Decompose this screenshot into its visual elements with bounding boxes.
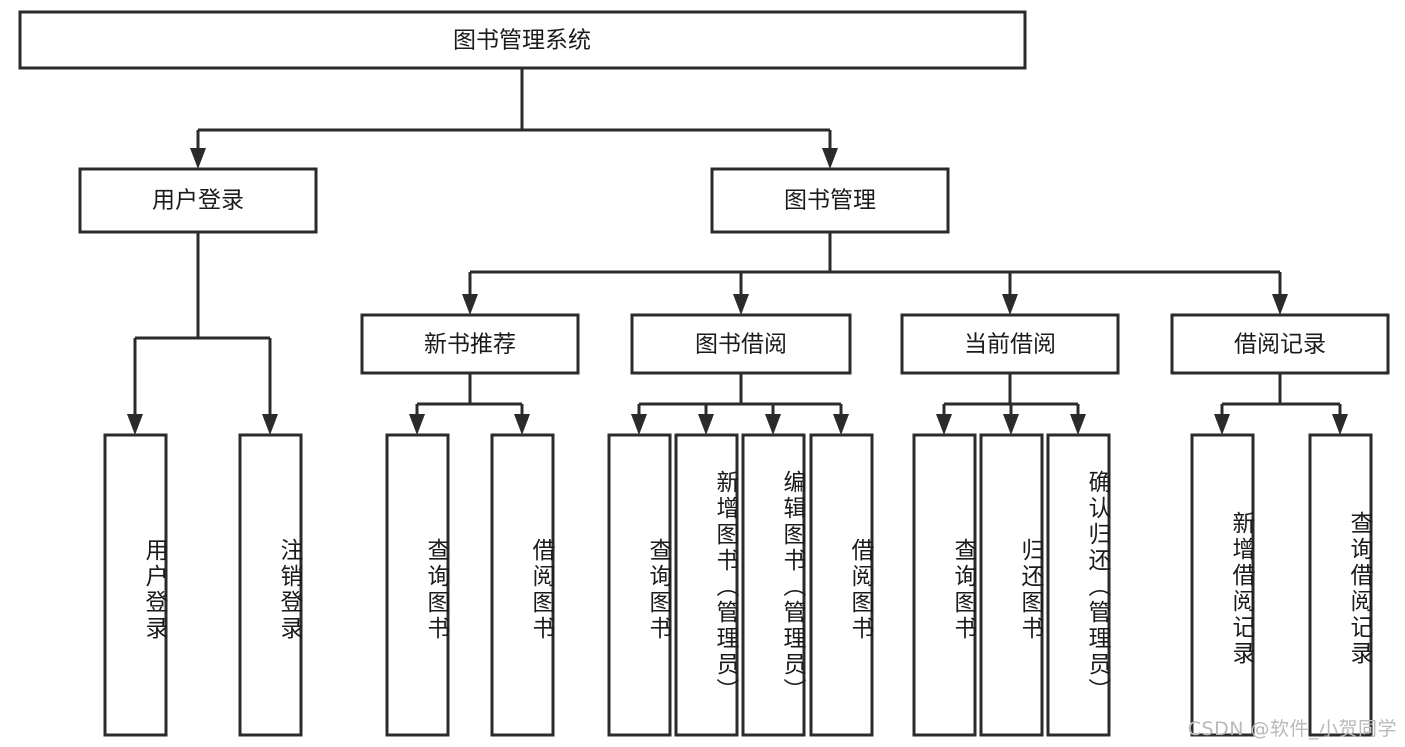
node-root-label: 图书管理系统 — [453, 28, 591, 54]
leaf-box-book-borrow-1[interactable] — [674, 433, 739, 737]
leaf-box-borrow-record-1[interactable] — [1308, 433, 1373, 737]
arrow-head-borrow-record — [1272, 294, 1288, 315]
arrow-head-bb-leaf1 — [698, 414, 714, 435]
node-book-manage-label: 图书管理 — [784, 188, 876, 214]
connector-group-new-book-rec — [409, 373, 530, 435]
node-current-borrow-box[interactable] — [900, 313, 1120, 375]
arrow-head-br-leaf1 — [1332, 414, 1348, 435]
leaf-box-new-book-rec-1[interactable] — [490, 433, 555, 737]
arrow-head-new-book-rec — [462, 294, 478, 315]
node-book-manage[interactable]: 图书管理 — [710, 167, 950, 234]
csdn-watermark: CSDN @软件_小贺同学 — [1187, 718, 1397, 740]
leaf-box-borrow-record-0[interactable] — [1190, 433, 1255, 737]
arrow-head-user-login-leaf0 — [127, 414, 143, 435]
leaf-box-current-borrow-2[interactable] — [1046, 433, 1111, 737]
arrow-head-bb-leaf0 — [631, 414, 647, 435]
arrow-head-bb-leaf2 — [765, 414, 781, 435]
node-new-book-rec[interactable]: 新书推荐 — [360, 313, 580, 375]
node-book-borrow-label: 图书借阅 — [695, 332, 787, 358]
leaf-box-new-book-rec-0[interactable] — [385, 433, 450, 737]
node-borrow-record-label: 借阅记录 — [1234, 332, 1326, 358]
node-new-book-rec-box[interactable] — [360, 313, 580, 375]
node-user-login-label: 用户登录 — [152, 188, 244, 214]
arrow-head-bb-leaf3 — [833, 414, 849, 435]
arrow-head-book-manage — [822, 148, 838, 169]
arrow-head-cb-leaf1 — [1003, 414, 1019, 435]
arrow-head-nbr-leaf1 — [514, 414, 530, 435]
arrow-head-nbr-leaf0 — [409, 414, 425, 435]
arrow-head-book-borrow — [733, 294, 749, 315]
node-root[interactable]: 图书管理系统 — [18, 10, 1027, 70]
arrow-head-cb-leaf2 — [1070, 414, 1086, 435]
connector-group-root — [190, 68, 838, 169]
leaf-box-current-borrow-0[interactable] — [912, 433, 977, 737]
arrow-head-user-login-leaf1 — [262, 414, 278, 435]
leaf-box-book-borrow-0[interactable] — [607, 433, 672, 737]
leaf-box-user-login-0[interactable] — [103, 433, 168, 737]
arrow-head-cb-leaf0 — [936, 414, 952, 435]
node-book-manage-box[interactable] — [710, 167, 950, 234]
arrow-head-user-login — [190, 148, 206, 169]
node-root-box[interactable] — [18, 10, 1027, 70]
node-current-borrow-label: 当前借阅 — [964, 332, 1056, 358]
leaf-box-user-login-1[interactable] — [238, 433, 303, 737]
node-current-borrow[interactable]: 当前借阅 — [900, 313, 1120, 375]
arrow-head-current-borrow — [1002, 294, 1018, 315]
connector-group-book-borrow — [631, 373, 849, 435]
connector-group-borrow-record — [1214, 373, 1348, 435]
node-borrow-record[interactable]: 借阅记录 — [1170, 313, 1390, 375]
node-book-borrow[interactable]: 图书借阅 — [630, 313, 852, 375]
connector-group-user-login — [127, 232, 278, 435]
node-user-login-box[interactable] — [78, 167, 318, 234]
leaf-box-book-borrow-3[interactable] — [809, 433, 874, 737]
connector-group-current-borrow — [936, 373, 1086, 435]
leaf-box-book-borrow-2[interactable] — [741, 433, 806, 737]
node-borrow-record-box[interactable] — [1170, 313, 1390, 375]
node-book-borrow-box[interactable] — [630, 313, 852, 375]
leaf-box-current-borrow-1[interactable] — [979, 433, 1044, 737]
connector-group-book-manage — [462, 232, 1288, 315]
arrow-head-br-leaf0 — [1214, 414, 1230, 435]
node-user-login[interactable]: 用户登录 — [78, 167, 318, 234]
node-new-book-rec-label: 新书推荐 — [424, 332, 516, 358]
